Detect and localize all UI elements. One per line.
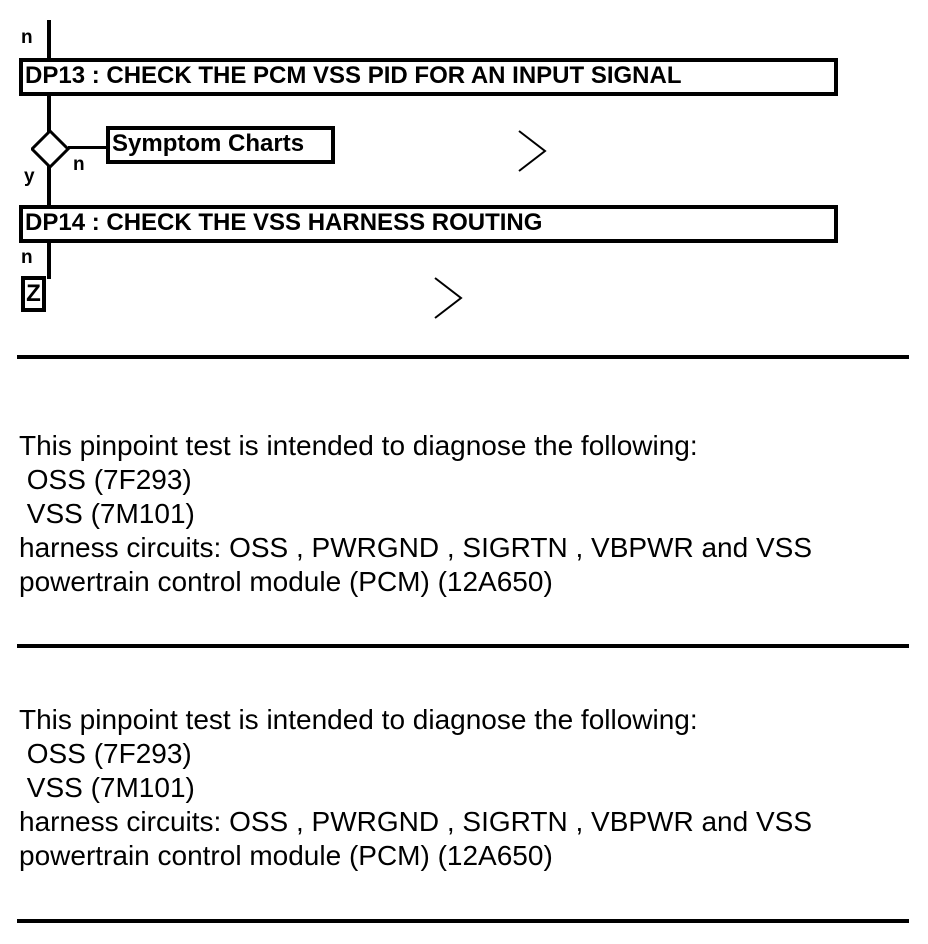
description-item: powertrain control module (PCM) (12A650) bbox=[19, 566, 553, 597]
flow-line-to-symptom-charts bbox=[68, 146, 108, 149]
decision-diamond bbox=[31, 129, 71, 169]
description-item: harness circuits: OSS , PWRGND , SIGRTN … bbox=[19, 806, 813, 837]
flow-line-dp14-exit bbox=[47, 243, 51, 279]
dp13-step-box[interactable]: DP13 : CHECK THE PCM VSS PID FOR AN INPU… bbox=[19, 58, 838, 96]
description-item: OSS (7F293) bbox=[19, 738, 192, 769]
dp13-entry-label: n bbox=[21, 27, 33, 48]
section-divider bbox=[17, 355, 909, 359]
flow-line-decision-dp14 bbox=[47, 166, 51, 208]
flow-line-dp13-decision bbox=[47, 96, 51, 132]
connector-z-box[interactable]: Z bbox=[21, 276, 46, 312]
section-divider bbox=[17, 644, 909, 648]
chevron-right-icon[interactable] bbox=[514, 128, 550, 174]
symptom-charts-button[interactable]: Symptom Charts bbox=[106, 126, 335, 164]
decision-yes-label: y bbox=[24, 166, 35, 187]
description-item: OSS (7F293) bbox=[19, 464, 192, 495]
description-item: VSS (7M101) bbox=[19, 498, 195, 529]
dp14-step-box[interactable]: DP14 : CHECK THE VSS HARNESS ROUTING bbox=[19, 205, 838, 243]
description-item: VSS (7M101) bbox=[19, 772, 195, 803]
decision-no-label: n bbox=[73, 154, 85, 175]
description-intro: This pinpoint test is intended to diagno… bbox=[19, 430, 698, 461]
flow-line-top bbox=[47, 20, 51, 60]
description-intro: This pinpoint test is intended to diagno… bbox=[19, 704, 698, 735]
description-item: powertrain control module (PCM) (12A650) bbox=[19, 840, 553, 871]
dp14-exit-label: n bbox=[21, 247, 33, 268]
chevron-right-icon[interactable] bbox=[430, 275, 466, 321]
section-divider bbox=[17, 919, 909, 923]
description-item: harness circuits: OSS , PWRGND , SIGRTN … bbox=[19, 532, 813, 563]
